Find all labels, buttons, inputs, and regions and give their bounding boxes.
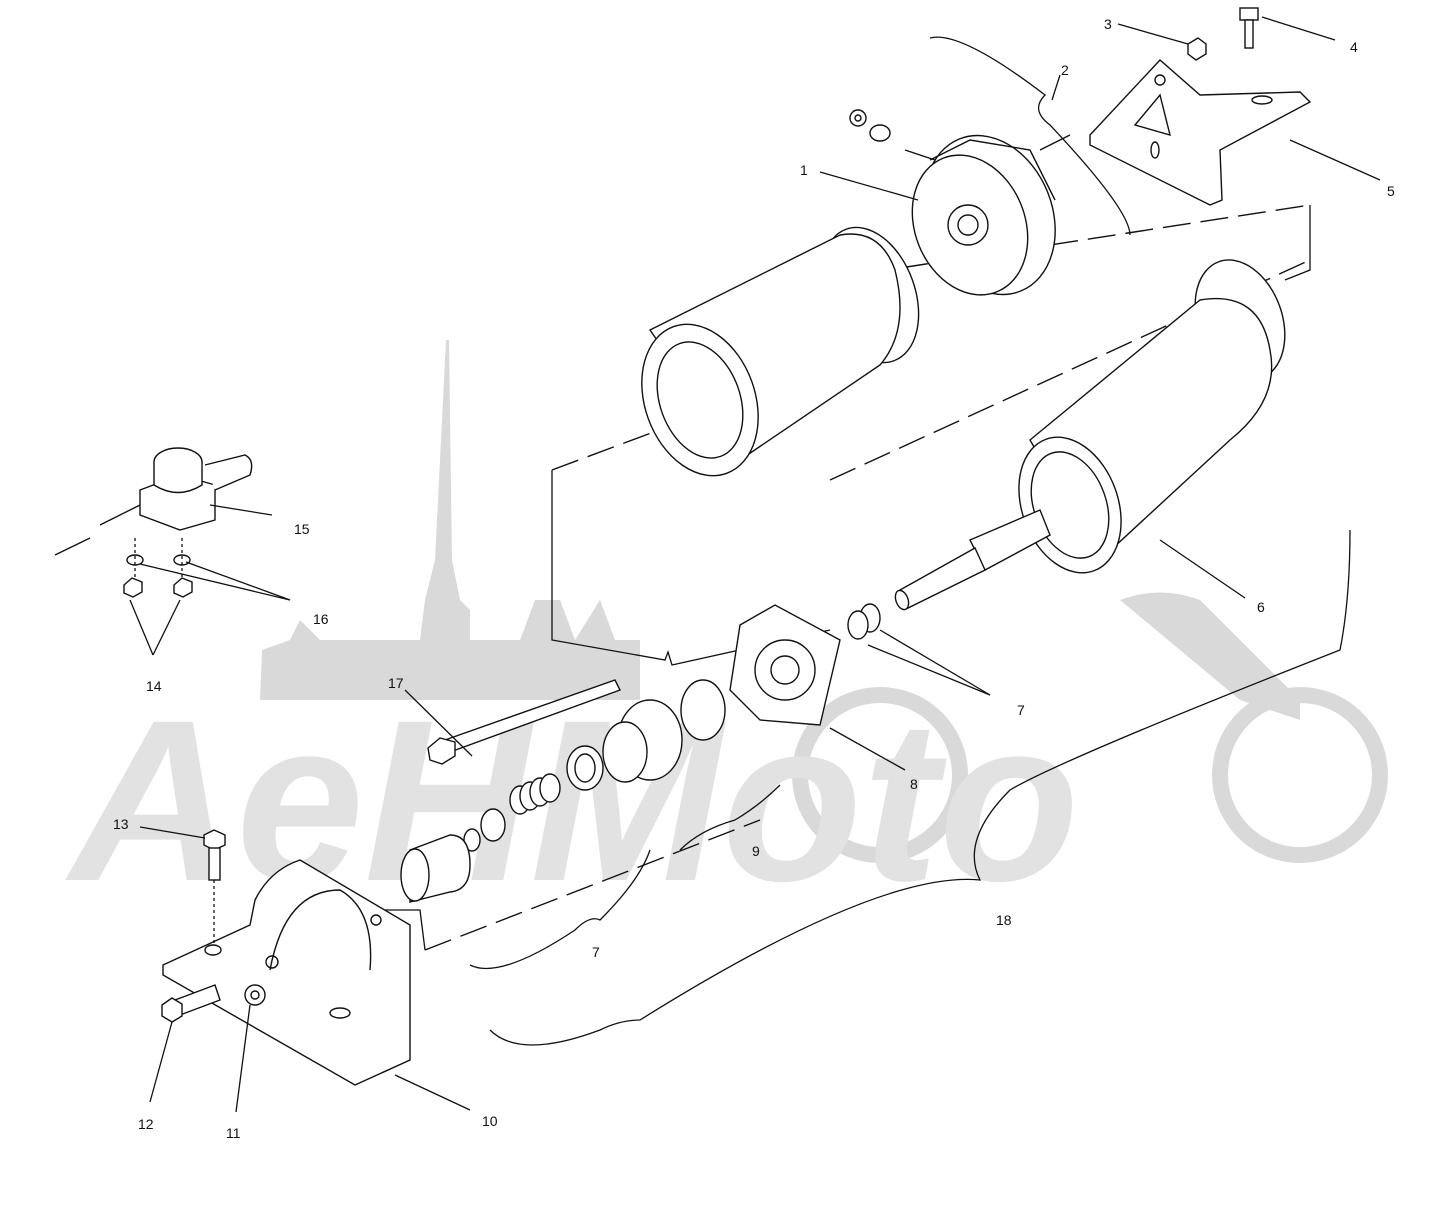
callout-6: 6 — [1257, 599, 1265, 615]
bolt-part-12 — [161, 984, 221, 1023]
watermark-wheel-front — [792, 687, 968, 863]
sleeve-part-7-lower — [400, 834, 471, 903]
watermark-spire — [260, 340, 640, 700]
through-bolt-part-17 — [427, 679, 621, 765]
drive-end-plate-part-8 — [680, 604, 841, 741]
mounting-bracket-part-10 — [162, 859, 411, 1086]
callout-7-lower: 7 — [592, 944, 600, 960]
callout-8: 8 — [910, 776, 918, 792]
bolt-part-13 — [203, 829, 226, 881]
callout-labels: 1 2 3 4 5 6 7 8 9 7 10 11 12 13 14 15 16… — [113, 16, 1395, 1141]
callout-14: 14 — [146, 678, 162, 694]
drive-gear-part-9 — [566, 699, 683, 791]
callout-4: 4 — [1350, 39, 1358, 55]
lockwasher-part-11 — [244, 984, 266, 1006]
callout-10: 10 — [482, 1113, 498, 1129]
solenoid-part-15 — [54, 447, 253, 556]
nut-part-3 — [1187, 37, 1207, 61]
callout-1: 1 — [800, 162, 808, 178]
callout-9: 9 — [752, 843, 760, 859]
callout-16: 16 — [313, 611, 329, 627]
bolt-part-4 — [1239, 7, 1259, 49]
watermark: AeHMoto — [65, 340, 1388, 929]
callout-13: 13 — [113, 816, 129, 832]
nuts-part-14 — [123, 577, 193, 598]
armature-part-6 — [894, 259, 1286, 611]
callout-12: 12 — [138, 1116, 154, 1132]
callout-7-upper: 7 — [1017, 702, 1025, 718]
callout-2: 2 — [1061, 62, 1069, 78]
callout-17: 17 — [388, 675, 404, 691]
washers-part-7-upper — [847, 603, 881, 640]
callout-5: 5 — [1387, 183, 1395, 199]
watermark-text: AeHMoto — [65, 672, 1079, 929]
housing-shell — [641, 226, 920, 477]
watermark-wheel-rear — [1212, 687, 1388, 863]
group-braces — [469, 36, 1351, 1046]
watermark-motorcycle — [1120, 592, 1300, 720]
washers-part-16 — [126, 554, 191, 566]
callout-18: 18 — [996, 912, 1012, 928]
spring-coils — [463, 773, 561, 852]
callout-15: 15 — [294, 521, 310, 537]
leader-lines — [129, 16, 1381, 1113]
callout-3: 3 — [1104, 16, 1112, 32]
end-cap-part-1 — [849, 109, 1071, 296]
bracket-part-5 — [1089, 59, 1312, 206]
callout-11: 11 — [226, 1125, 241, 1141]
